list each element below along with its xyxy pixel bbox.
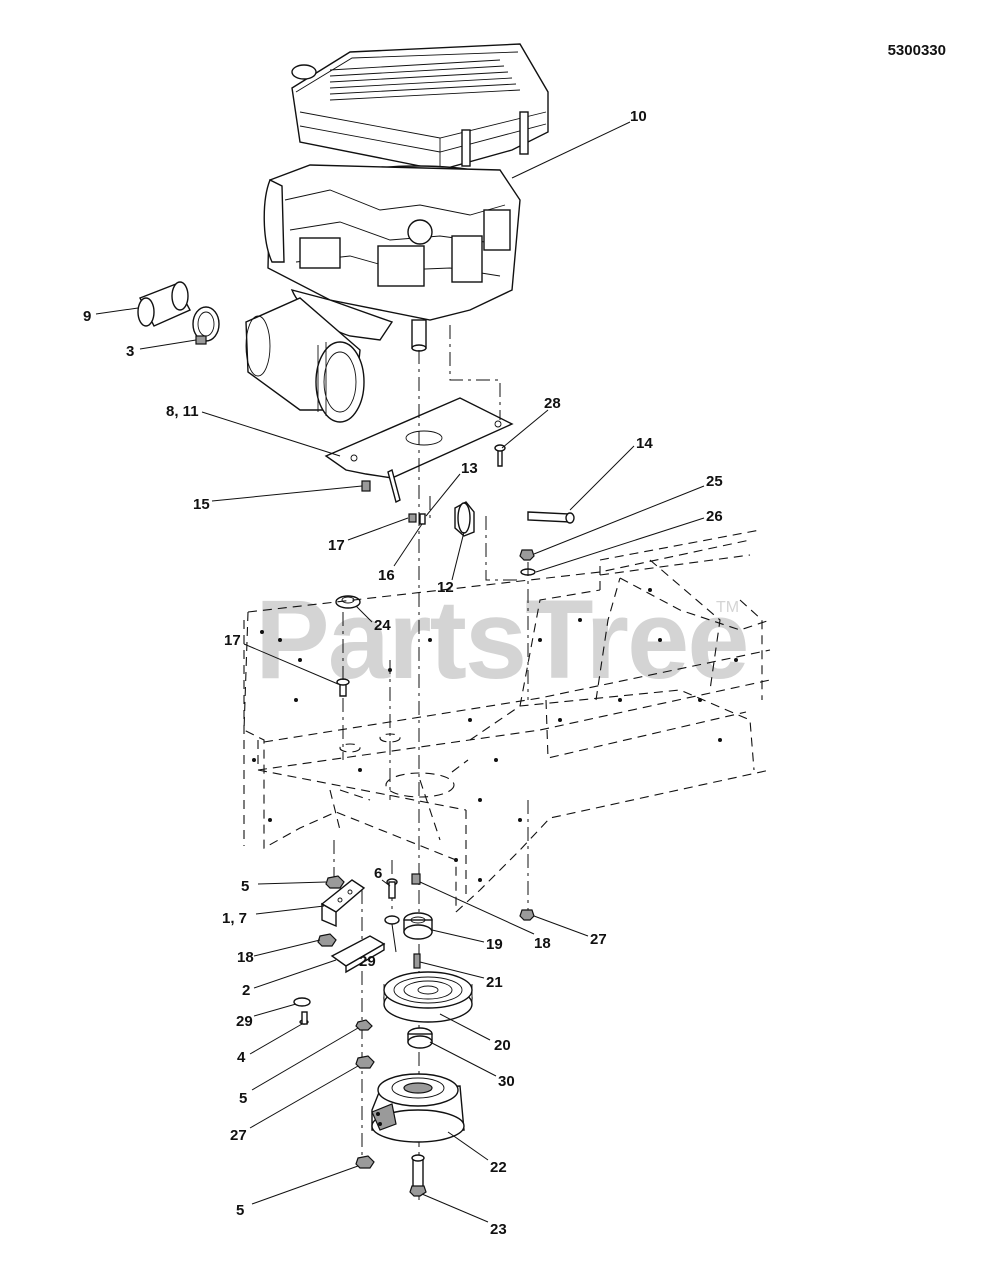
callout-c-28: 28 (501, 395, 561, 449)
callout-label-24: 24 (374, 617, 391, 634)
callout-c-2: 2 (242, 959, 337, 999)
callout-c-15: 15 (193, 485, 363, 513)
callout-c-23: 23 (421, 1193, 507, 1238)
callout-label-17a: 17 (328, 537, 345, 554)
callout-label-5a: 5 (241, 878, 249, 895)
callout-label-29b: 29 (236, 1013, 253, 1030)
callout-c-13: 13 (425, 460, 478, 517)
callout-label-25: 25 (706, 473, 723, 490)
callout-label-28: 28 (544, 395, 561, 412)
callout-label-13: 13 (461, 460, 478, 477)
callout-c-29a: 29 (359, 923, 397, 970)
callout-c-3: 3 (126, 339, 197, 360)
callout-label-18b: 18 (534, 935, 551, 952)
frame-outline (243, 325, 771, 1200)
callout-c-18a: 18 (237, 939, 321, 966)
watermark-trademark: TM (716, 599, 739, 616)
callout-label-27a: 27 (590, 931, 607, 948)
callout-label-22: 22 (490, 1159, 507, 1176)
callout-c-17a: 17 (328, 517, 409, 554)
tube-part-9 (137, 281, 191, 327)
callout-label-3: 3 (126, 343, 134, 360)
callout-label-29a: 29 (359, 953, 376, 970)
callout-c-20: 20 (439, 1013, 511, 1054)
document-id: 5300330 (888, 42, 946, 59)
callout-label-2: 2 (242, 982, 250, 999)
callout-label-17b: 17 (224, 632, 241, 649)
callout-c-5a: 5 (241, 878, 327, 895)
callout-label-15: 15 (193, 496, 210, 513)
callout-c-21: 21 (419, 961, 503, 991)
callout-label-9: 9 (83, 308, 91, 325)
callout-c-18b: 18 (419, 881, 551, 952)
callout-c-10: 10 (511, 108, 647, 179)
callout-label-1-7: 1, 7 (222, 910, 247, 927)
callout-label-23: 23 (490, 1221, 507, 1238)
callout-label-21: 21 (486, 974, 503, 991)
callout-label-30: 30 (498, 1073, 515, 1090)
callout-c-29b: 29 (236, 1003, 297, 1030)
callout-c-9: 9 (83, 307, 139, 325)
watermark-text: PartsTree (255, 577, 748, 702)
engine-assembly (245, 43, 549, 423)
callout-label-4: 4 (237, 1049, 246, 1066)
clamp-part-3 (192, 306, 220, 345)
callout-label-5c: 5 (236, 1202, 244, 1219)
callout-label-26: 26 (706, 508, 723, 525)
callout-c-14: 14 (569, 435, 653, 511)
callout-c-8-11: 8, 11 (166, 403, 341, 457)
callout-c-16: 16 (378, 523, 423, 584)
callout-c-27b: 27 (230, 1065, 359, 1144)
watermark-logo: PartsTree TM (255, 577, 750, 702)
callout-c-1-7: 1, 7 (222, 905, 325, 927)
callout-c-22: 22 (447, 1131, 507, 1176)
callout-c-4: 4 (237, 1023, 303, 1066)
callout-label-5b: 5 (239, 1090, 247, 1107)
callout-label-19: 19 (486, 936, 503, 953)
callout-c-17b: 17 (224, 632, 339, 685)
callout-label-18a: 18 (237, 949, 254, 966)
callout-c-30: 30 (429, 1041, 515, 1090)
callout-c-25: 25 (533, 473, 723, 555)
callout-c-5b: 5 (239, 1027, 359, 1107)
callout-c-5c: 5 (236, 1165, 359, 1219)
callout-c-27a: 27 (533, 915, 607, 948)
callout-c-19: 19 (431, 929, 503, 953)
callout-label-14: 14 (636, 435, 653, 452)
callout-label-12: 12 (437, 579, 454, 596)
lower-parts (293, 873, 535, 1197)
callout-c-12: 12 (437, 531, 465, 596)
callout-label-10: 10 (630, 108, 647, 125)
callout-label-20: 20 (494, 1037, 511, 1054)
callout-label-8-11: 8, 11 (166, 403, 199, 420)
callout-c-26: 26 (535, 508, 723, 573)
callout-label-27b: 27 (230, 1127, 247, 1144)
callout-c-24: 24 (355, 605, 391, 634)
callout-label-16: 16 (378, 567, 395, 584)
callout-c-6: 6 (374, 865, 391, 887)
callout-label-6: 6 (374, 865, 382, 882)
